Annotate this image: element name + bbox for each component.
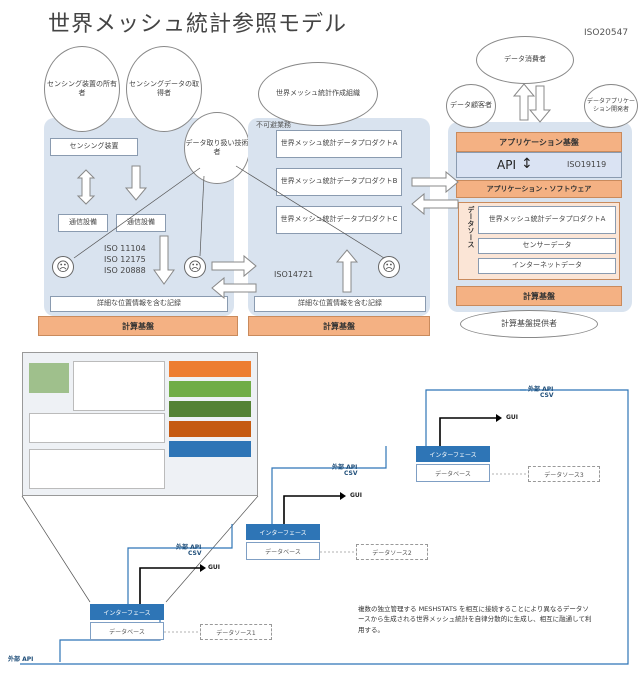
updown-arrow-icon: ↕ xyxy=(521,156,533,172)
ext-api-label-2: 外部 API xyxy=(332,464,358,471)
interface-block-2: インターフェース xyxy=(246,524,320,540)
circle-app-developer: データアプリケーション開発者 xyxy=(584,84,638,128)
iso-item: ISO 20888 xyxy=(104,265,146,275)
database-block-1: データベース xyxy=(90,622,164,640)
screenshot-thumbnail xyxy=(22,352,258,496)
right-item-product: 世界メッシュ統計データプロダクトA xyxy=(478,206,616,234)
api-row: API ↕ ISO19119 xyxy=(456,152,622,178)
worried-face-icon: ☹ xyxy=(52,256,74,278)
csv-label-top: CSV xyxy=(540,392,554,399)
product-box-c: 世界メッシュ統計データプロダクトC xyxy=(276,206,402,234)
thumb-block-orange xyxy=(169,361,251,377)
database-block-2: データベース xyxy=(246,542,320,560)
csv-label-1: CSV xyxy=(188,550,202,557)
thumb-panel xyxy=(29,449,165,489)
circle-device-owner: センシング装置の所有者 xyxy=(44,46,120,132)
top-arrows xyxy=(73,83,552,300)
database-block-3: データベース xyxy=(416,464,490,482)
data-source-box-1: データソース1 xyxy=(200,624,272,640)
record-box-left: 詳細な位置情報を含む記録 xyxy=(50,296,228,312)
base-bar-left: 計算基盤 xyxy=(38,316,238,336)
app-base-bar: アプリケーション基盤 xyxy=(456,132,622,152)
api-label: API xyxy=(497,158,516,172)
app-software-bar: アプリケーション・ソフトウェア xyxy=(456,180,622,198)
data-source-box-2: データソース2 xyxy=(356,544,428,560)
gui-label-2: GUI xyxy=(350,492,363,499)
base-bar-right: 計算基盤 xyxy=(456,286,622,306)
ext-api-label-left: 外部 API xyxy=(8,656,34,663)
thumb-block-orange xyxy=(169,421,251,437)
rep-label: 不可避業務 xyxy=(256,121,291,129)
circle-data-customer: データ顧客者 xyxy=(446,84,496,128)
right-item-internet: インターネットデータ xyxy=(478,258,616,274)
gui-label-3: GUI xyxy=(506,414,519,421)
record-box-middle: 詳細な位置情報を含む記録 xyxy=(254,296,426,312)
bottom-note: 複数の独立管理する MESHSTATS を相互に接続することにより異なるデータソ… xyxy=(358,605,592,634)
ext-api-label-top: 外部 API xyxy=(528,386,554,393)
thumb-panel xyxy=(29,413,165,443)
iso-item: ISO 11104 xyxy=(104,244,146,253)
product-box-b: 世界メッシュ統計データプロダクトB xyxy=(276,168,402,196)
worried-face-icon: ☹ xyxy=(184,256,206,278)
csv-label-2: CSV xyxy=(344,470,358,477)
gui-label-1: GUI xyxy=(208,564,221,571)
thumb-map-image xyxy=(29,363,69,393)
thumb-block-green xyxy=(169,381,251,397)
sensing-device-box: センシング装置 xyxy=(50,138,138,156)
iso-list: ISO 11104 ISO 12175 ISO 20888 xyxy=(104,244,146,276)
base-bar-middle: 計算基盤 xyxy=(248,316,430,336)
circle-data-consumer: データ消費者 xyxy=(476,36,574,84)
comm-box-1: 通信設備 xyxy=(58,214,108,232)
page-title: 世界メッシュ統計参照モデル xyxy=(48,12,348,37)
iso-item: ISO 12175 xyxy=(104,254,146,264)
data-source-label: データソース xyxy=(467,206,475,248)
interface-block-1: インターフェース xyxy=(90,604,164,620)
interface-block-3: インターフェース xyxy=(416,446,490,462)
right-item-sensor: センサーデータ xyxy=(478,238,616,254)
product-box-a: 世界メッシュ統計データプロダクトA xyxy=(276,130,402,158)
iso-label-middle: ISO14721 xyxy=(274,270,314,279)
data-source-box-3: データソース3 xyxy=(528,466,600,482)
thumb-block-green xyxy=(169,401,251,417)
iso-label-top: ISO20547 xyxy=(584,28,629,38)
circle-creator-org: 世界メッシュ統計作成組織 xyxy=(258,62,378,126)
worried-face-icon: ☹ xyxy=(378,256,400,278)
iso-label-right: ISO19119 xyxy=(567,160,607,169)
thumb-block-blue xyxy=(169,441,251,457)
thumb-panel xyxy=(73,361,165,411)
ext-api-label-1: 外部 API xyxy=(176,544,202,551)
comm-box-2: 通信設備 xyxy=(116,214,166,232)
circle-data-getter: センシングデータの取得者 xyxy=(126,46,202,132)
circle-base-provider: 計算基盤提供者 xyxy=(460,310,598,338)
